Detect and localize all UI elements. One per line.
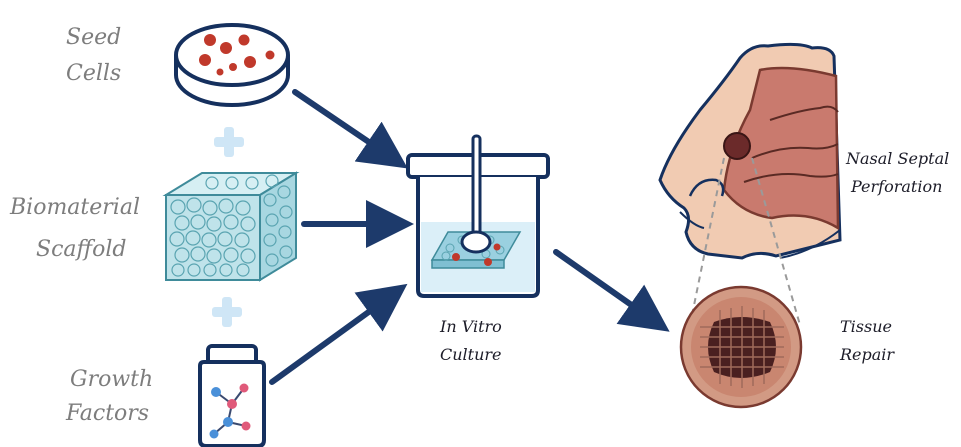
culture-to-repair-arrow [556, 252, 650, 318]
culture-label-line1: In Vitro [439, 317, 502, 336]
plus-icon [212, 297, 242, 327]
repair-label-line2: Repair [839, 345, 895, 364]
seed-label-line1: Seed [66, 25, 121, 50]
seed-label-line2: Cells [66, 61, 121, 86]
seed-to-culture-arrow [295, 92, 388, 155]
perforation-spot [724, 133, 750, 159]
plus-icon [214, 127, 244, 157]
repair-label-line1: Tissue [840, 317, 892, 336]
culture-label-line2: Culture [440, 345, 502, 364]
petri-dish-icon [176, 25, 288, 105]
growth-factor-bottle-icon [200, 346, 264, 446]
culture-beaker-icon [408, 136, 548, 296]
scaffold-cube-icon [166, 173, 296, 280]
growth-label-line2: Factors [65, 401, 149, 426]
growth-to-culture-arrow [272, 298, 388, 382]
scaffold-label-line2: Scaffold [36, 237, 126, 262]
perforation-label-line2: Perforation [850, 177, 942, 196]
tissue-repair-icon [681, 287, 801, 407]
growth-label-line1: Growth [70, 367, 153, 392]
scaffold-label-line1: Biomaterial [9, 195, 140, 220]
nose-profile-icon [660, 44, 840, 258]
perforation-label-line1: Nasal Septal [845, 149, 949, 168]
